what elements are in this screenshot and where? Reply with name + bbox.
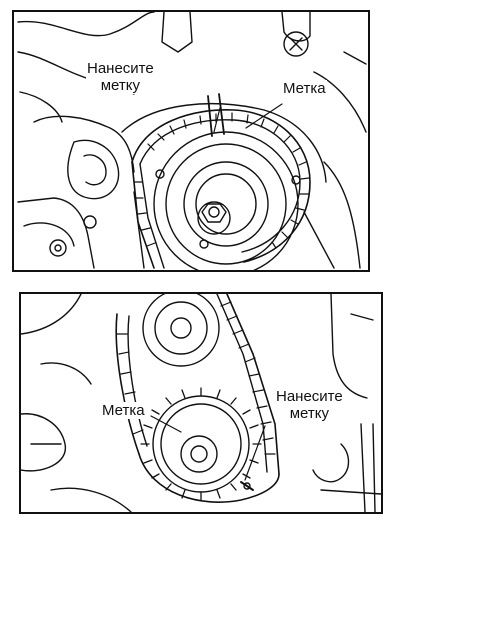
apply-mark-line1: Нанесите: [87, 60, 154, 77]
apply-mark-bottom-line2: метку: [289, 405, 329, 422]
mark-label-bottom: Метка: [101, 402, 146, 419]
camshaft-pulley-drawing: [17, 12, 367, 270]
apply-mark-label-bottom: Нанесите метку: [275, 388, 344, 422]
mark-label: Метка: [282, 80, 327, 97]
figure-crankshaft-pulley: Метка Нанесите метку: [19, 292, 383, 514]
apply-mark-label: Нанесите метку: [86, 60, 155, 94]
apply-mark-bottom-line1: Нанесите: [276, 388, 343, 405]
figure-camshaft-pulley: Нанесите метку Метка: [12, 10, 370, 272]
crankshaft-pulley-drawing: [21, 294, 381, 512]
apply-mark-line2: метку: [100, 77, 140, 94]
